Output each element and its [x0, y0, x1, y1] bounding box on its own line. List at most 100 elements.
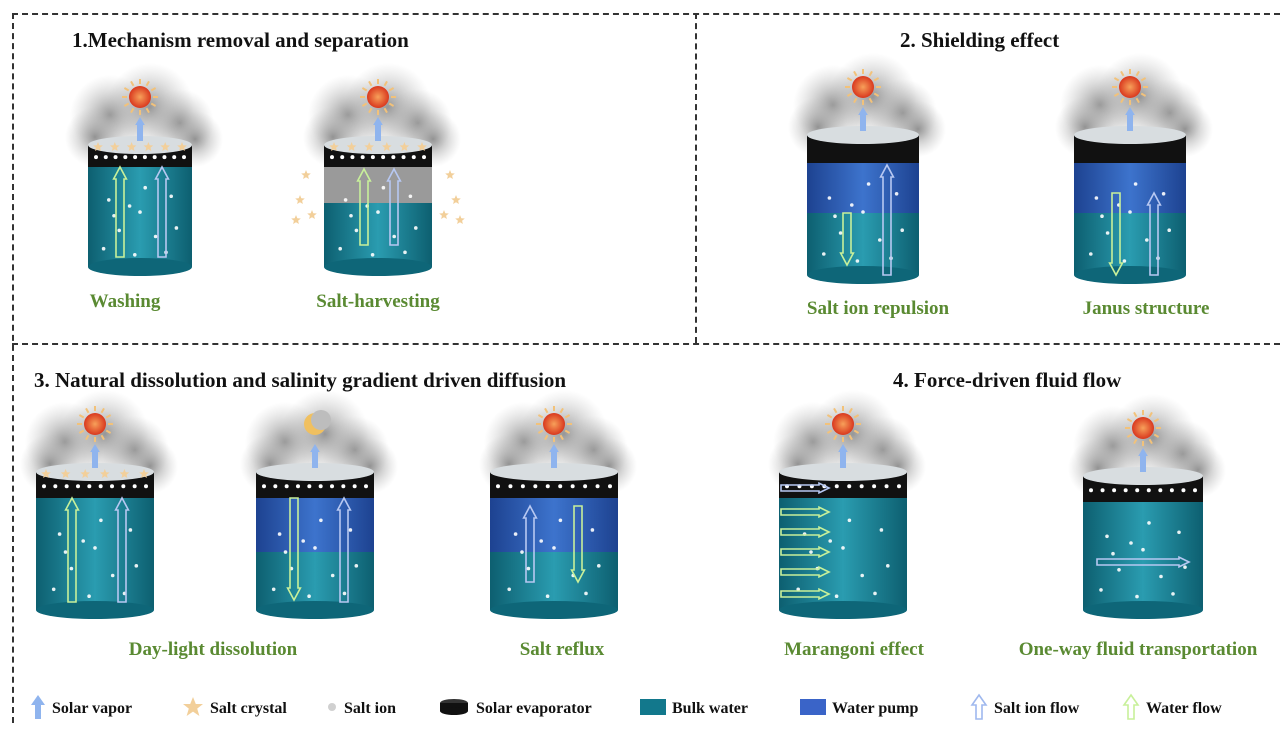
- salt-ion-dot: [343, 198, 348, 202]
- salt-crystal-star: [177, 142, 187, 151]
- cylinder-bottom: [36, 601, 154, 619]
- water-pump-layer: [1074, 163, 1186, 213]
- solar-vapor-arrow: [135, 117, 145, 141]
- cylinder-bottom: [88, 258, 192, 276]
- salt-ion-dot: [1158, 488, 1163, 493]
- sun-ray: [1135, 70, 1140, 77]
- salt-ion-dot: [342, 591, 347, 596]
- salt-crystal-star: [329, 142, 339, 151]
- sun-ray: [100, 407, 105, 414]
- salt-ion-dot: [403, 250, 407, 255]
- sun-ray: [85, 407, 90, 414]
- salt-crystal-star: [143, 142, 154, 151]
- sun-ray: [537, 429, 544, 434]
- evaporator-cylinder-janus-structure: [1055, 53, 1213, 284]
- frame-top-border: [12, 13, 1280, 15]
- sun-ray: [537, 414, 544, 419]
- salt-ion-dot: [838, 231, 843, 235]
- frame-horizontal-divider: [12, 343, 1280, 345]
- salt-ion-dot: [143, 185, 147, 190]
- salt-ion-dot: [348, 528, 353, 532]
- salt-ion-dot: [545, 594, 550, 598]
- sun-ray: [853, 414, 860, 419]
- salt-ion-dot: [69, 566, 74, 571]
- salt-crystal-star: [93, 142, 103, 151]
- salt-ion-dot: [841, 546, 845, 550]
- salt-ion-dot: [897, 484, 901, 489]
- salt-ion-dot: [558, 484, 563, 489]
- salt-ion-dot: [833, 214, 837, 218]
- sun-ray: [1148, 438, 1153, 445]
- salt-ion-dot: [64, 484, 69, 489]
- salt-ion-dot: [834, 484, 839, 489]
- water-flow-arrow: [839, 212, 855, 267]
- legend-label-solar-vapor: Solar vapor: [52, 700, 133, 717]
- salt-ion-dot: [1089, 252, 1093, 256]
- sun-ray: [1126, 418, 1133, 423]
- salt-ion-dot: [1100, 488, 1105, 493]
- legend-item-water-pump: Water pump: [800, 694, 918, 724]
- legend-label-salt-ion: Salt ion: [344, 700, 397, 717]
- salt-ion-dot: [110, 484, 114, 489]
- salt-ion-dot: [107, 198, 111, 202]
- salt-ion-dot: [1183, 565, 1187, 569]
- salt-ion-dot: [172, 155, 177, 160]
- evaporator-cylinder-one-way-fluid-transportation: [1068, 394, 1226, 619]
- salt-ion-dot: [1117, 568, 1121, 572]
- evaporator-cylinder-salt-harvesting: [291, 63, 465, 276]
- water-flow-arrow: [780, 505, 831, 519]
- frame-left-border: [12, 13, 14, 723]
- salt-crystal-star: [126, 142, 137, 151]
- salt-ion-dot: [330, 484, 334, 489]
- salt-ion-dot: [1167, 228, 1171, 232]
- frame-middle-divider: [695, 13, 697, 343]
- evaporator-cylinder-night-dissolution: [240, 390, 398, 619]
- salt-ion-dot: [53, 484, 58, 489]
- evaporator-top-surface: [779, 463, 907, 481]
- salt-ion-dot: [330, 155, 334, 160]
- sun-ray: [1120, 97, 1125, 104]
- salt-ion-dot: [57, 532, 62, 536]
- salt-ion-dot: [110, 573, 115, 578]
- salt-ion-dot: [134, 564, 139, 568]
- sun-ray: [1153, 433, 1160, 438]
- evaporator-cylinder-marangoni-effect: [768, 390, 926, 619]
- caption-salt-reflux: Salt reflux: [519, 639, 605, 660]
- sun-ray: [846, 92, 853, 97]
- salt-ion-dot: [1123, 488, 1128, 493]
- salt-ion-dot: [1105, 231, 1110, 235]
- salt-ion-dot: [1145, 238, 1149, 242]
- salt-ion-dot: [376, 210, 380, 214]
- salt-flow-arrow: [114, 496, 130, 603]
- salt-ion-dot: [1112, 488, 1117, 493]
- salt-ion-dot: [539, 539, 543, 543]
- salt-ion-dot: [142, 155, 147, 160]
- salt-ion-dot: [283, 550, 288, 554]
- sun-ray: [130, 80, 135, 87]
- salt-crystal-star: [364, 142, 374, 151]
- solar-vapor-arrow: [838, 444, 848, 468]
- sun-ray: [1126, 433, 1133, 438]
- salt-ion-dot: [1135, 594, 1139, 599]
- sun-icon: [1132, 417, 1154, 439]
- salt-ion-dot: [861, 210, 865, 214]
- sun-icon: [367, 86, 389, 108]
- salt-ion-dot: [364, 484, 368, 489]
- salt-flow-arrow: [522, 504, 538, 583]
- water-pump-layer: [256, 498, 374, 552]
- salt-ion-dot: [1128, 210, 1132, 214]
- sun-ray: [848, 434, 853, 441]
- water-flow-arrow: [1108, 192, 1124, 277]
- salt-crystal-star: [307, 210, 317, 219]
- sun-ray: [368, 80, 373, 87]
- salt-crystal-star: [346, 142, 357, 151]
- salt-ion-dot: [1122, 259, 1127, 263]
- salt-ion-dot: [391, 155, 396, 160]
- salt-ion-dot: [1129, 541, 1133, 545]
- salt-crystal-star: [417, 142, 427, 151]
- salt-ion-dot: [1105, 534, 1109, 539]
- cylinder-bottom: [779, 601, 907, 619]
- salt-ion-dot: [866, 182, 871, 186]
- salt-ion-dot: [103, 155, 108, 160]
- sun-ray: [361, 102, 368, 107]
